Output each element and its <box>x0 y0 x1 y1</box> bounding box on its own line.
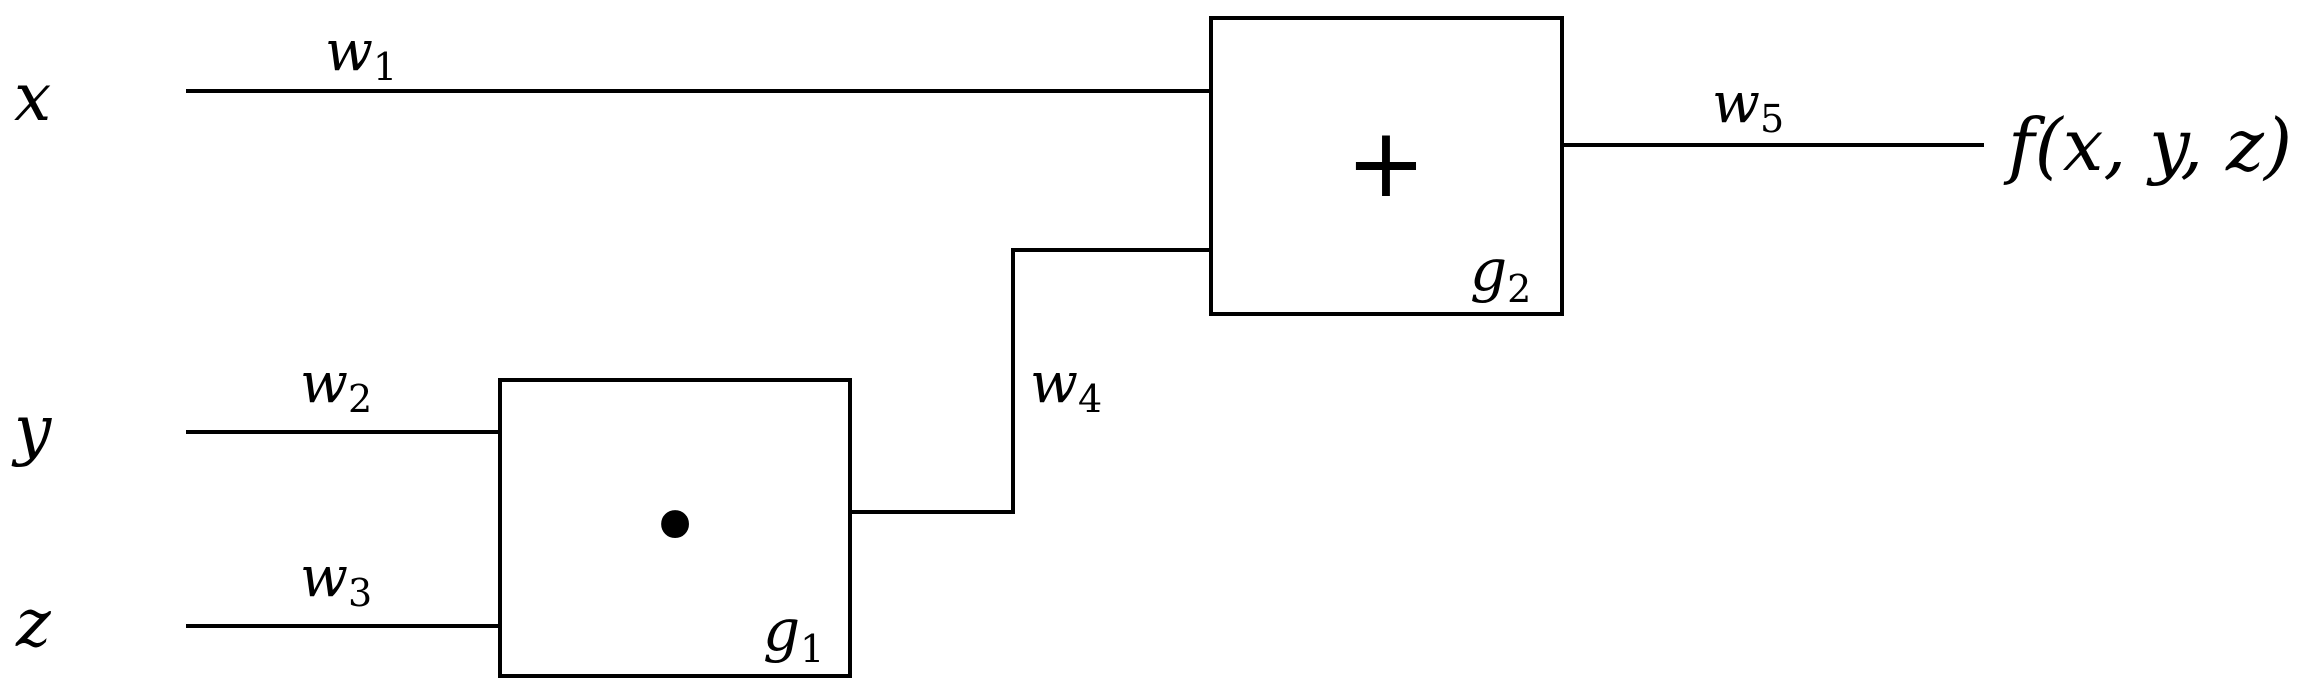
wire-w1-label: w1 <box>325 19 397 89</box>
input-x-label: x <box>14 59 51 136</box>
wire-w4-label: w4 <box>1030 351 1102 421</box>
wire-w3-label: w3 <box>300 545 372 615</box>
gate-g2-box <box>1209 16 1564 316</box>
wire-w2-label: w2 <box>300 351 372 421</box>
gate-g2-label: g2 <box>1470 236 1531 311</box>
gate-g1-operator: • <box>647 471 704 583</box>
input-z-label: z <box>15 585 52 662</box>
gate-g2-operator: + <box>1346 107 1426 219</box>
gate-g1-label: g1 <box>763 596 824 671</box>
input-y-label: y <box>11 391 52 468</box>
gate-g1-box <box>498 378 852 678</box>
wire-w4 <box>848 248 1213 514</box>
output-label: f(x, y, z) <box>2003 103 2292 187</box>
wire-w5-label: w5 <box>1712 71 1784 141</box>
